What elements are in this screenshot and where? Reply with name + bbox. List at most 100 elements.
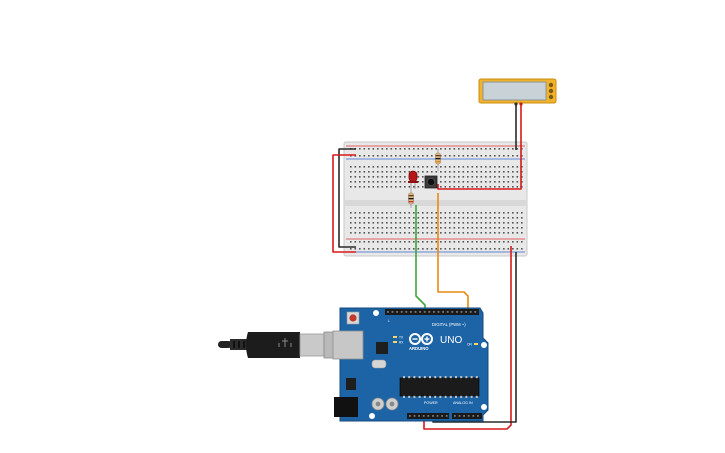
breadboard-hole[interactable] xyxy=(476,217,478,219)
breadboard-hole[interactable] xyxy=(350,217,352,219)
breadboard-hole[interactable] xyxy=(354,222,357,224)
breadboard-hole[interactable] xyxy=(467,222,469,224)
header-pin[interactable] xyxy=(396,311,398,313)
breadboard-hole[interactable] xyxy=(480,148,483,150)
breadboard-hole[interactable] xyxy=(480,217,483,219)
breadboard-hole[interactable] xyxy=(512,148,514,150)
breadboard-hole[interactable] xyxy=(507,232,510,234)
breadboard-hole[interactable] xyxy=(507,148,510,150)
breadboard-hole[interactable] xyxy=(363,241,366,243)
breadboard-hole[interactable] xyxy=(498,186,501,188)
breadboard-hole[interactable] xyxy=(498,155,501,157)
breadboard-hole[interactable] xyxy=(363,232,366,234)
breadboard-hole[interactable] xyxy=(408,166,411,168)
breadboard-hole[interactable] xyxy=(363,227,366,229)
breadboard-hole[interactable] xyxy=(350,181,352,183)
breadboard-hole[interactable] xyxy=(440,181,442,183)
chip-leg[interactable] xyxy=(465,395,468,398)
breadboard-hole[interactable] xyxy=(381,227,384,229)
breadboard-hole[interactable] xyxy=(399,248,402,250)
breadboard-hole[interactable] xyxy=(408,241,411,243)
breadboard-hole[interactable] xyxy=(516,148,519,150)
breadboard-hole[interactable] xyxy=(408,248,411,250)
chip-leg[interactable] xyxy=(429,395,431,398)
breadboard-hole[interactable] xyxy=(377,166,379,168)
breadboard-hole[interactable] xyxy=(363,186,366,188)
breadboard-hole[interactable] xyxy=(462,217,465,219)
breadboard-hole[interactable] xyxy=(516,171,519,173)
breadboard-hole[interactable] xyxy=(521,248,523,250)
breadboard-hole[interactable] xyxy=(489,222,492,224)
breadboard-hole[interactable] xyxy=(512,171,514,173)
breadboard-hole[interactable] xyxy=(462,176,465,178)
breadboard-hole[interactable] xyxy=(489,217,492,219)
breadboard-hole[interactable] xyxy=(426,166,429,168)
breadboard-hole[interactable] xyxy=(359,166,361,168)
breadboard-hole[interactable] xyxy=(422,166,424,168)
header-pin[interactable] xyxy=(460,311,463,313)
breadboard-hole[interactable] xyxy=(453,186,456,188)
breadboard-hole[interactable] xyxy=(467,171,469,173)
breadboard-hole[interactable] xyxy=(458,217,460,219)
breadboard-hole[interactable] xyxy=(417,222,420,224)
breadboard-hole[interactable] xyxy=(458,186,460,188)
breadboard-hole[interactable] xyxy=(440,176,442,178)
breadboard-hole[interactable] xyxy=(359,176,361,178)
chip-leg[interactable] xyxy=(460,395,463,398)
breadboard-hole[interactable] xyxy=(471,181,474,183)
digital-pins[interactable] xyxy=(387,311,477,313)
breadboard-hole[interactable] xyxy=(399,148,402,150)
header-pin[interactable] xyxy=(441,415,443,417)
breadboard-hole[interactable] xyxy=(426,171,429,173)
breadboard-hole[interactable] xyxy=(363,155,366,157)
breadboard-hole[interactable] xyxy=(476,148,478,150)
breadboard-hole[interactable] xyxy=(467,248,469,250)
header-pin[interactable] xyxy=(391,311,394,313)
breadboard-hole[interactable] xyxy=(386,227,388,229)
breadboard-hole[interactable] xyxy=(431,148,433,150)
breadboard-hole[interactable] xyxy=(395,222,397,224)
chip-leg[interactable] xyxy=(418,395,421,398)
breadboard-hole[interactable] xyxy=(462,248,465,250)
breadboard-hole[interactable] xyxy=(377,217,379,219)
breadboard-hole[interactable] xyxy=(413,248,415,250)
chip-leg[interactable] xyxy=(470,395,473,398)
breadboard-hole[interactable] xyxy=(368,227,370,229)
breadboard-hole[interactable] xyxy=(422,248,424,250)
breadboard-hole[interactable] xyxy=(512,212,514,214)
breadboard-hole[interactable] xyxy=(458,155,460,157)
breadboard-hole[interactable] xyxy=(422,227,424,229)
breadboard-hole[interactable] xyxy=(494,222,496,224)
wire-rail-black[interactable] xyxy=(338,148,356,248)
breadboard-hole[interactable] xyxy=(408,155,411,157)
breadboard-hole[interactable] xyxy=(390,212,393,214)
breadboard-hole[interactable] xyxy=(368,212,370,214)
breadboard-hole[interactable] xyxy=(467,241,469,243)
breadboard-hole[interactable] xyxy=(422,232,424,234)
breadboard-hole[interactable] xyxy=(453,166,456,168)
breadboard-hole[interactable] xyxy=(395,148,397,150)
breadboard-hole[interactable] xyxy=(372,241,375,243)
breadboard-hole[interactable] xyxy=(444,227,447,229)
breadboard-hole[interactable] xyxy=(426,212,429,214)
breadboard-hole[interactable] xyxy=(422,181,424,183)
breadboard-hole[interactable] xyxy=(440,248,442,250)
breadboard-hole[interactable] xyxy=(431,166,433,168)
breadboard-hole[interactable] xyxy=(440,186,442,188)
breadboard-hole[interactable] xyxy=(408,212,411,214)
header-pin[interactable] xyxy=(437,311,440,313)
chip-leg[interactable] xyxy=(403,376,405,379)
breadboard-hole[interactable] xyxy=(507,171,510,173)
chip-leg[interactable] xyxy=(475,395,478,398)
breadboard-hole[interactable] xyxy=(372,222,375,224)
breadboard-hole[interactable] xyxy=(435,171,438,173)
header-pin[interactable] xyxy=(458,415,461,417)
breadboard-hole[interactable] xyxy=(350,171,352,173)
breadboard-hole[interactable] xyxy=(512,241,514,243)
breadboard-hole[interactable] xyxy=(422,155,424,157)
breadboard-hole[interactable] xyxy=(422,171,424,173)
breadboard-hole[interactable] xyxy=(390,186,393,188)
breadboard-hole[interactable] xyxy=(372,217,375,219)
breadboard-hole[interactable] xyxy=(503,241,505,243)
breadboard-hole[interactable] xyxy=(359,186,361,188)
